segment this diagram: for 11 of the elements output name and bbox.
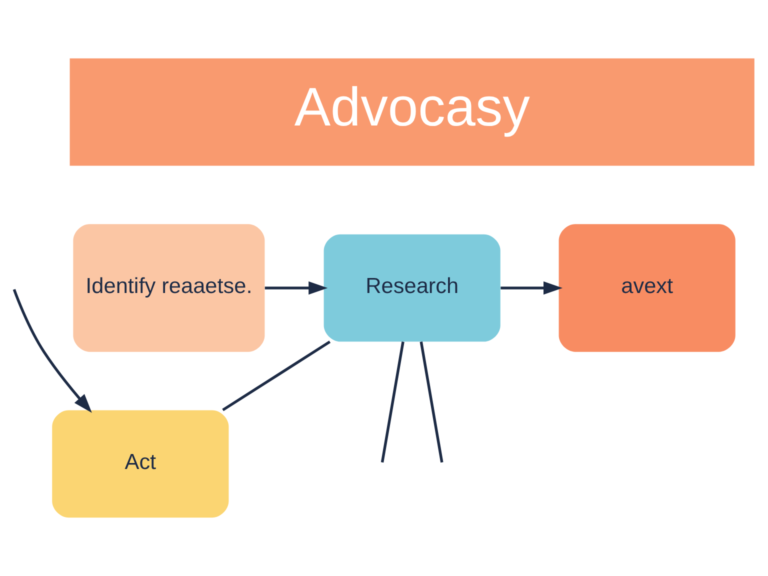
arrow <box>12 289 92 413</box>
node-box: Research <box>324 234 500 342</box>
node-box: Identify reaaetse. <box>73 224 265 352</box>
node-box: Act <box>52 410 229 518</box>
arrow <box>264 281 328 295</box>
node-box: avext <box>558 224 736 352</box>
connector <box>420 342 444 463</box>
connector <box>380 342 404 463</box>
connector <box>222 340 331 412</box>
arrow <box>500 281 563 295</box>
node-box: Advocasy <box>70 58 754 166</box>
